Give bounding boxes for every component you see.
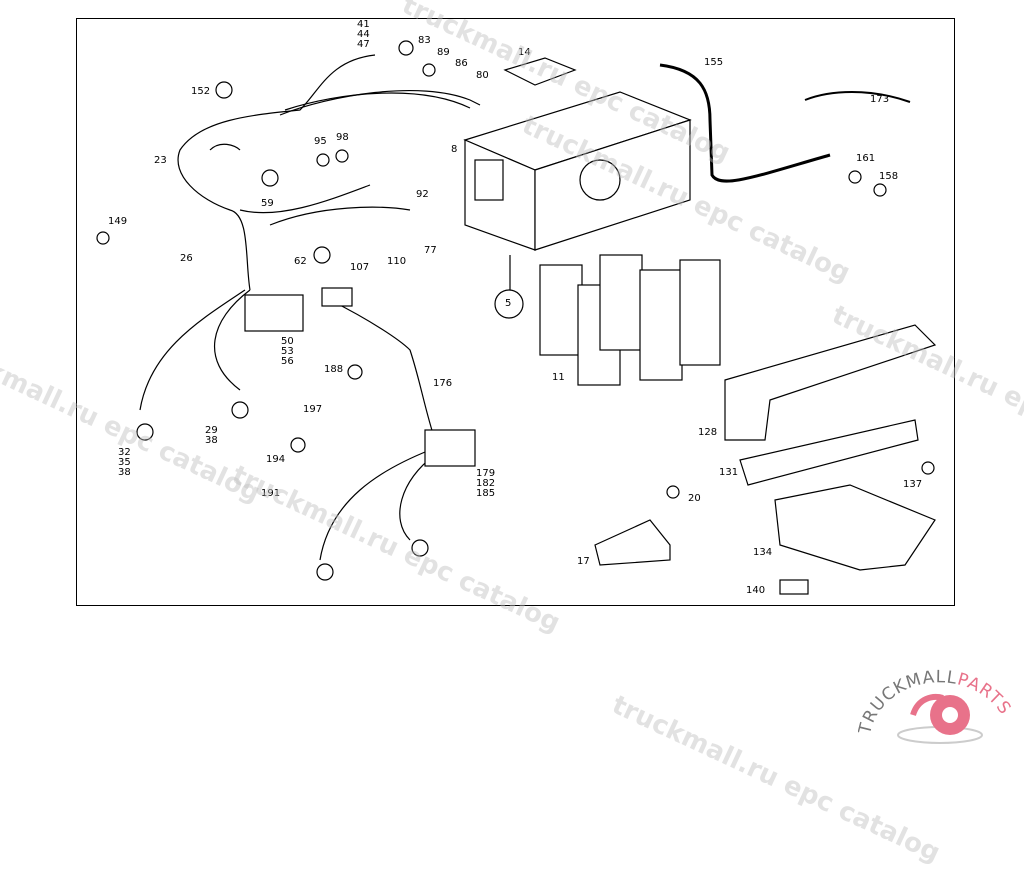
callout-176: 176 [433,378,453,389]
sensors [96,40,935,581]
wire-harness-upper-3 [284,92,471,111]
diagram-frame [76,18,955,606]
callout-83: 83 [418,35,431,46]
callout-128: 128 [698,427,718,438]
wire-harness-upper-2 [279,89,481,116]
truckmall-parts-logo: TRUCKMALLPARTS [855,660,1018,748]
callout-77: 77 [424,245,437,256]
callout-155: 155 [704,57,724,68]
connector-176 [321,287,353,307]
cover-14 [503,57,577,86]
callout-14: 14 [518,47,531,58]
callout-110: 110 [387,256,407,267]
callout-152: 152 [191,86,211,97]
callout-89: 89 [437,47,450,58]
callout-11: 11 [552,372,565,383]
callout-173: 173 [870,94,890,105]
bracket-128 [724,324,937,441]
callout-95: 95 [314,136,327,147]
callout-86: 86 [455,58,468,69]
callout-131: 131 [719,467,739,478]
callout-59: 59 [261,198,274,209]
part-17 [594,519,671,566]
part-140 [779,579,809,595]
callout-197: 197 [303,404,323,415]
cable-155 [659,63,831,183]
wire-branch-left-2 [213,289,251,391]
callout-26: 26 [180,253,193,264]
callout-50-53-56: 50 53 56 [281,336,294,367]
callout-62: 62 [294,256,307,267]
callout-179-182-185: 179 182 185 [476,468,496,499]
bracket-131 [739,419,919,486]
callout-191: 191 [261,488,281,499]
connector-179 [424,429,476,467]
callout-194: 194 [266,454,286,465]
callout-158: 158 [879,171,899,182]
callout-98: 98 [336,132,349,143]
cable-173 [804,91,911,103]
callout-17: 17 [577,556,590,567]
wire-ground [209,143,241,151]
wire-harness-upper [177,54,376,291]
callout-20: 20 [688,493,701,504]
battery-cells [539,254,721,386]
callout-92: 92 [416,189,429,200]
wire-harness-right [329,299,436,441]
callout-161: 161 [856,153,876,164]
gear-logo-icon: TRUCKMALLPARTS [855,667,1014,744]
callout-32-35-38: 32 35 38 [118,447,131,478]
callout-5: 5 [505,298,512,309]
callout-140: 140 [746,585,766,596]
callout-41-44-47: 41 44 47 [357,19,370,50]
callout-134: 134 [753,547,773,558]
connector-50 [244,294,304,332]
callout-29-38: 29 38 [205,425,218,446]
callout-107: 107 [350,262,370,273]
wire-harness-right-2 [319,449,431,561]
callout-8: 8 [451,144,458,155]
callout-circle-5 [494,289,524,319]
callout-23: 23 [154,155,167,166]
battery [463,91,692,251]
parts-diagram [96,40,937,595]
wire-branch-2 [269,206,411,226]
wire-harness-right-3 [399,454,436,541]
callout-149: 149 [108,216,128,227]
wire-branch [239,184,371,214]
callout-137: 137 [903,479,923,490]
callout-80: 80 [476,70,489,81]
wire-branch-left [139,289,246,411]
callout-188: 188 [324,364,344,375]
bracket-134 [774,484,936,571]
